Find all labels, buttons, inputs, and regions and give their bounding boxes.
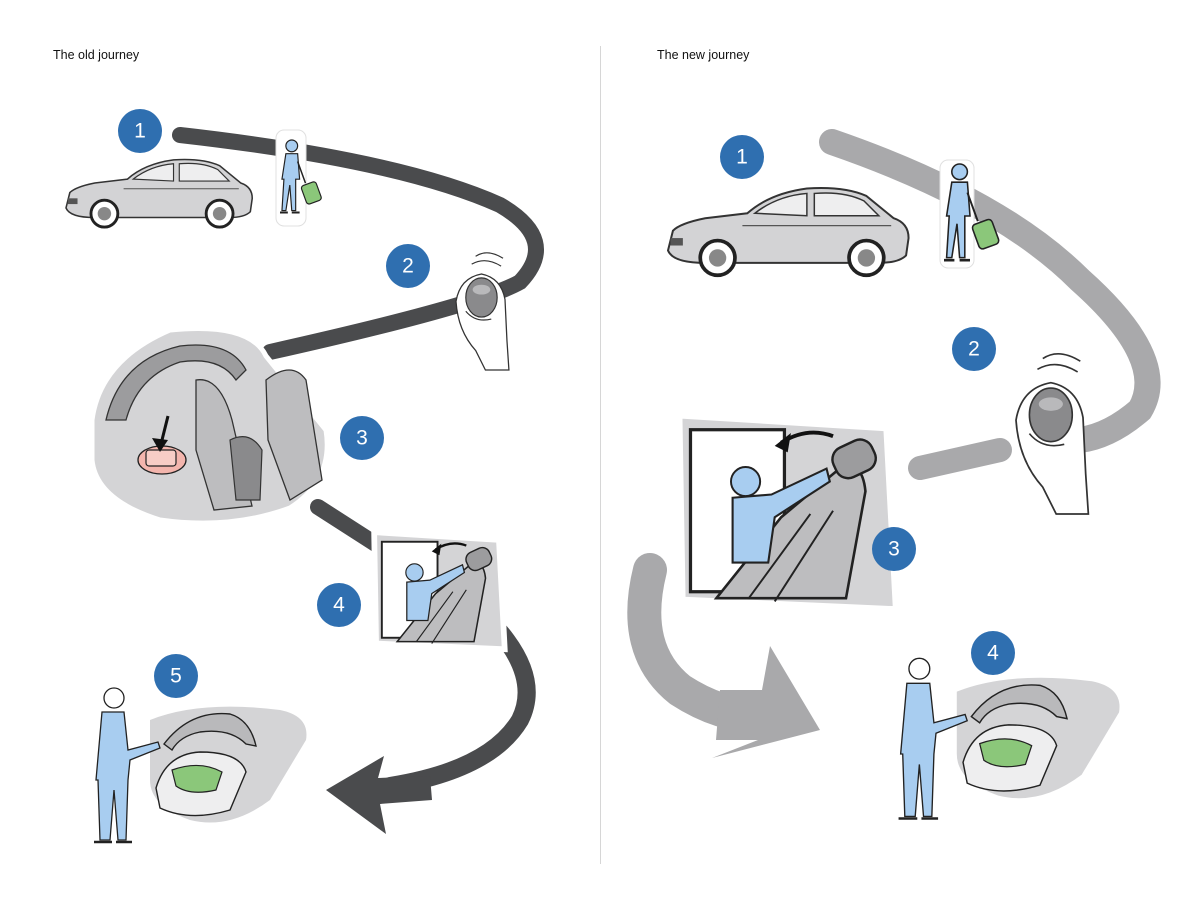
old-step-1-number: 1 — [134, 120, 146, 143]
old-step-1-badge: 1 — [118, 109, 162, 153]
new-step-4-badge: 4 — [971, 631, 1015, 675]
new-step-2-number: 2 — [968, 338, 980, 361]
old-step-3-seat-release-icon — [89, 325, 330, 526]
new-journey-title: The new journey — [657, 48, 750, 62]
old-step-4-number: 4 — [333, 594, 345, 617]
new-step-1-traveler-icon — [939, 159, 1002, 269]
new-step-1-car-icon — [666, 186, 911, 278]
new-step-2-key-fob-icon — [1015, 352, 1090, 515]
old-step-5-number: 5 — [170, 665, 182, 688]
old-step-2-badge: 2 — [386, 244, 430, 288]
new-step-1-number: 1 — [736, 146, 748, 169]
panel-divider — [600, 46, 601, 864]
new-step-4-trunk-icon — [897, 657, 1121, 820]
old-step-1-traveler-icon — [275, 129, 324, 227]
old-step-3-number: 3 — [356, 427, 368, 450]
old-step-5-trunk-icon — [92, 686, 308, 844]
old-step-1-car-icon — [64, 158, 254, 229]
old-step-2-key-fob-icon — [455, 252, 510, 371]
old-step-5-badge: 5 — [154, 654, 198, 698]
new-step-3-badge: 3 — [872, 527, 916, 571]
new-step-4-number: 4 — [987, 642, 999, 665]
new-step-3-number: 3 — [888, 538, 900, 561]
old-step-4-headrest-icon — [374, 532, 505, 649]
old-journey-title: The old journey — [53, 48, 140, 62]
new-step-1-badge: 1 — [720, 135, 764, 179]
new-step-3-headrest-icon — [678, 414, 898, 612]
old-step-4-badge: 4 — [317, 583, 361, 627]
old-step-3-badge: 3 — [340, 416, 384, 460]
old-step-2-number: 2 — [402, 255, 414, 278]
new-step-2-badge: 2 — [952, 327, 996, 371]
